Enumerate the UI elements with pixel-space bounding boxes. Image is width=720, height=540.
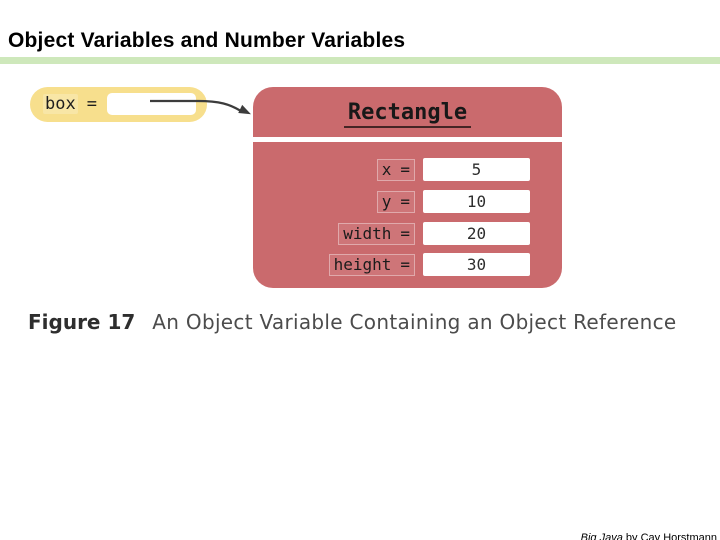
- footer-credit: Big Java by Cay Horstmann Copyright © 20…: [422, 505, 717, 540]
- equals-sign: =: [400, 191, 410, 211]
- equals-sign: =: [400, 223, 410, 243]
- field-row-width: width = 20: [253, 222, 530, 245]
- variable-pill: box =: [30, 87, 207, 122]
- field-name: height: [333, 254, 392, 274]
- caption-text: An Object Variable Containing an Object …: [152, 310, 677, 334]
- equals-sign: =: [400, 159, 410, 179]
- field-name: y: [381, 191, 392, 211]
- equals-sign: =: [400, 254, 410, 274]
- object-header: Rectangle: [253, 100, 562, 128]
- field-row-x: x = 5: [253, 158, 530, 181]
- field-label: height =: [328, 253, 415, 276]
- compartment-separator: [253, 137, 562, 142]
- field-label: x =: [376, 158, 415, 181]
- object-card: Rectangle x = 5 y = 10 width =: [253, 87, 562, 288]
- field-value-box: 30: [423, 253, 530, 276]
- field-label: width =: [338, 222, 415, 245]
- book-title: Big Java: [580, 532, 623, 540]
- field-name: width: [343, 223, 392, 243]
- reference-arrow-icon: [150, 99, 251, 115]
- field-row-height: height = 30: [253, 253, 530, 276]
- field-value-box: 5: [423, 158, 530, 181]
- equals-sign: =: [86, 94, 97, 114]
- figure-caption: Figure 17 An Object Variable Containing a…: [28, 310, 677, 334]
- class-name: Rectangle: [343, 100, 472, 128]
- field-value: 5: [471, 160, 482, 179]
- field-value-box: 10: [423, 190, 530, 213]
- page-title: Object Variables and Number Variables: [8, 29, 406, 52]
- field-value-box: 20: [423, 222, 530, 245]
- field-value: 10: [466, 192, 487, 211]
- field-value: 20: [466, 224, 487, 243]
- variable-name: box: [43, 94, 78, 114]
- book-author: by Cay Horstmann: [622, 532, 717, 540]
- field-row-y: y = 10: [253, 190, 530, 213]
- title-underline-bar: [0, 57, 720, 64]
- field-value: 30: [466, 255, 487, 274]
- field-name: x: [381, 159, 392, 179]
- reference-value-box: [107, 93, 196, 115]
- footer-book-line: Big Java by Cay Horstmann: [422, 532, 717, 540]
- field-label: y =: [376, 190, 415, 213]
- variable-label: box =: [43, 94, 97, 114]
- caption-label: Figure 17: [28, 310, 136, 334]
